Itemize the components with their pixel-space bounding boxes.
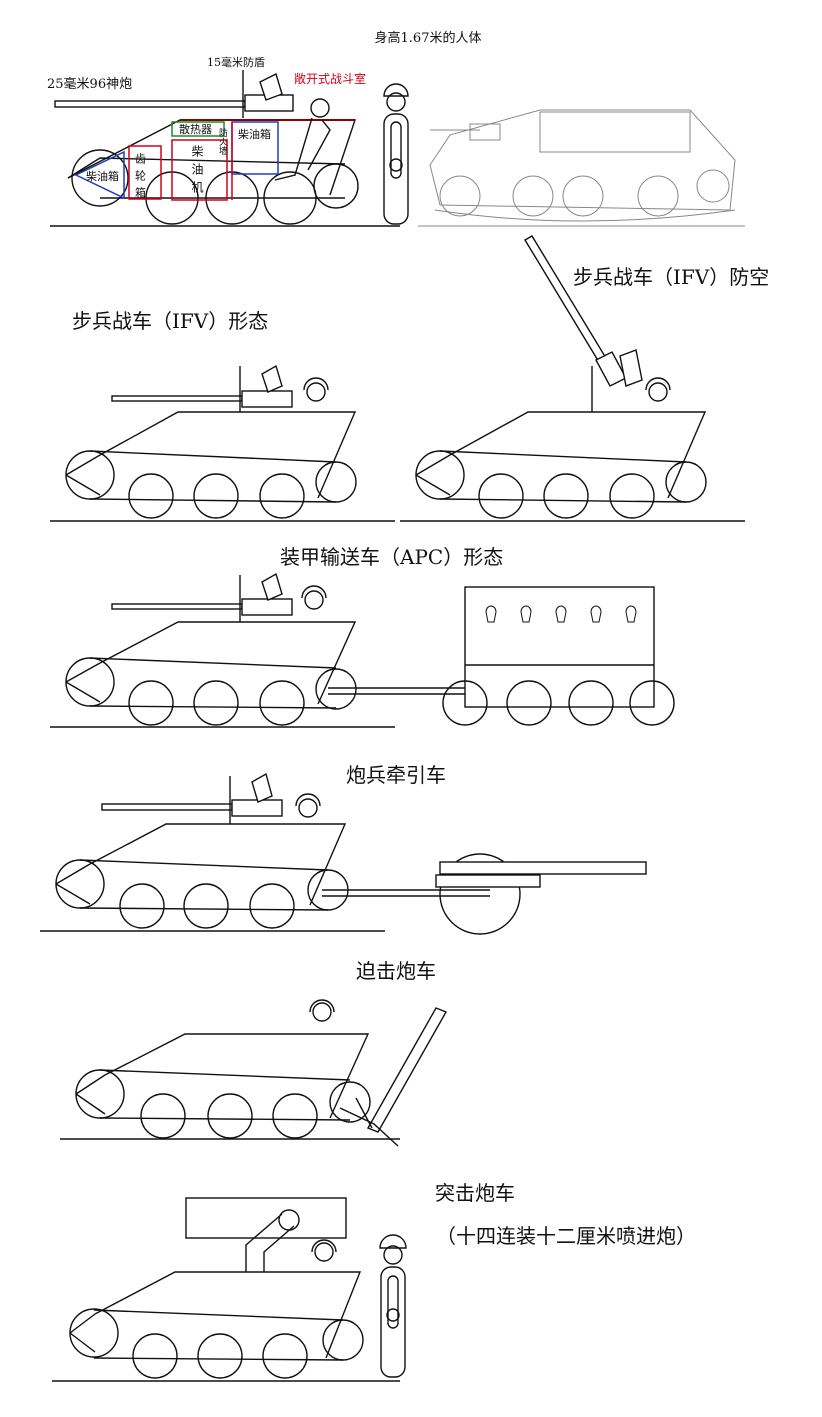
label-fuel-front: 柴油箱 bbox=[86, 169, 119, 183]
label-assault-gun-detail: （十四连装十二厘米喷进炮） bbox=[436, 1224, 696, 1248]
mortar-vehicle bbox=[60, 999, 448, 1147]
artillery-tractor-vehicle bbox=[40, 772, 647, 935]
label-ifv-aa: 步兵战车（IFV）防空 bbox=[573, 265, 769, 289]
ifv-aa-vehicle bbox=[400, 235, 745, 522]
label-mortar: 迫击炮车 bbox=[356, 959, 436, 983]
reference-drawing bbox=[418, 109, 745, 227]
label-engine: 柴油机 bbox=[190, 145, 204, 199]
label-radiator: 散热器 bbox=[179, 122, 212, 136]
label-gearbox: 齿轮箱 bbox=[134, 153, 147, 204]
ifv-vehicle bbox=[50, 364, 395, 522]
apc-vehicle bbox=[50, 572, 675, 728]
label-firewall: 防火墙 bbox=[217, 127, 228, 156]
human-label: 身高1.67米的人体 bbox=[375, 30, 482, 46]
label-artillery-tractor: 炮兵牵引车 bbox=[346, 763, 446, 787]
label-ifv: 步兵战车（IFV）形态 bbox=[72, 309, 268, 333]
label-shield: 15毫米防盾 bbox=[207, 55, 265, 69]
label-fuel-rear: 柴油箱 bbox=[238, 127, 271, 141]
label-assault-gun: 突击炮车 bbox=[435, 1181, 515, 1205]
human-figure-top bbox=[383, 83, 409, 225]
label-apc: 装甲输送车（APC）形态 bbox=[280, 545, 503, 569]
label-gun: 25毫米96神炮 bbox=[47, 76, 132, 92]
cutaway-vehicle bbox=[50, 70, 400, 227]
assault-gun-vehicle bbox=[52, 1197, 407, 1382]
label-open-compartment: 敞开式战斗室 bbox=[294, 71, 366, 86]
